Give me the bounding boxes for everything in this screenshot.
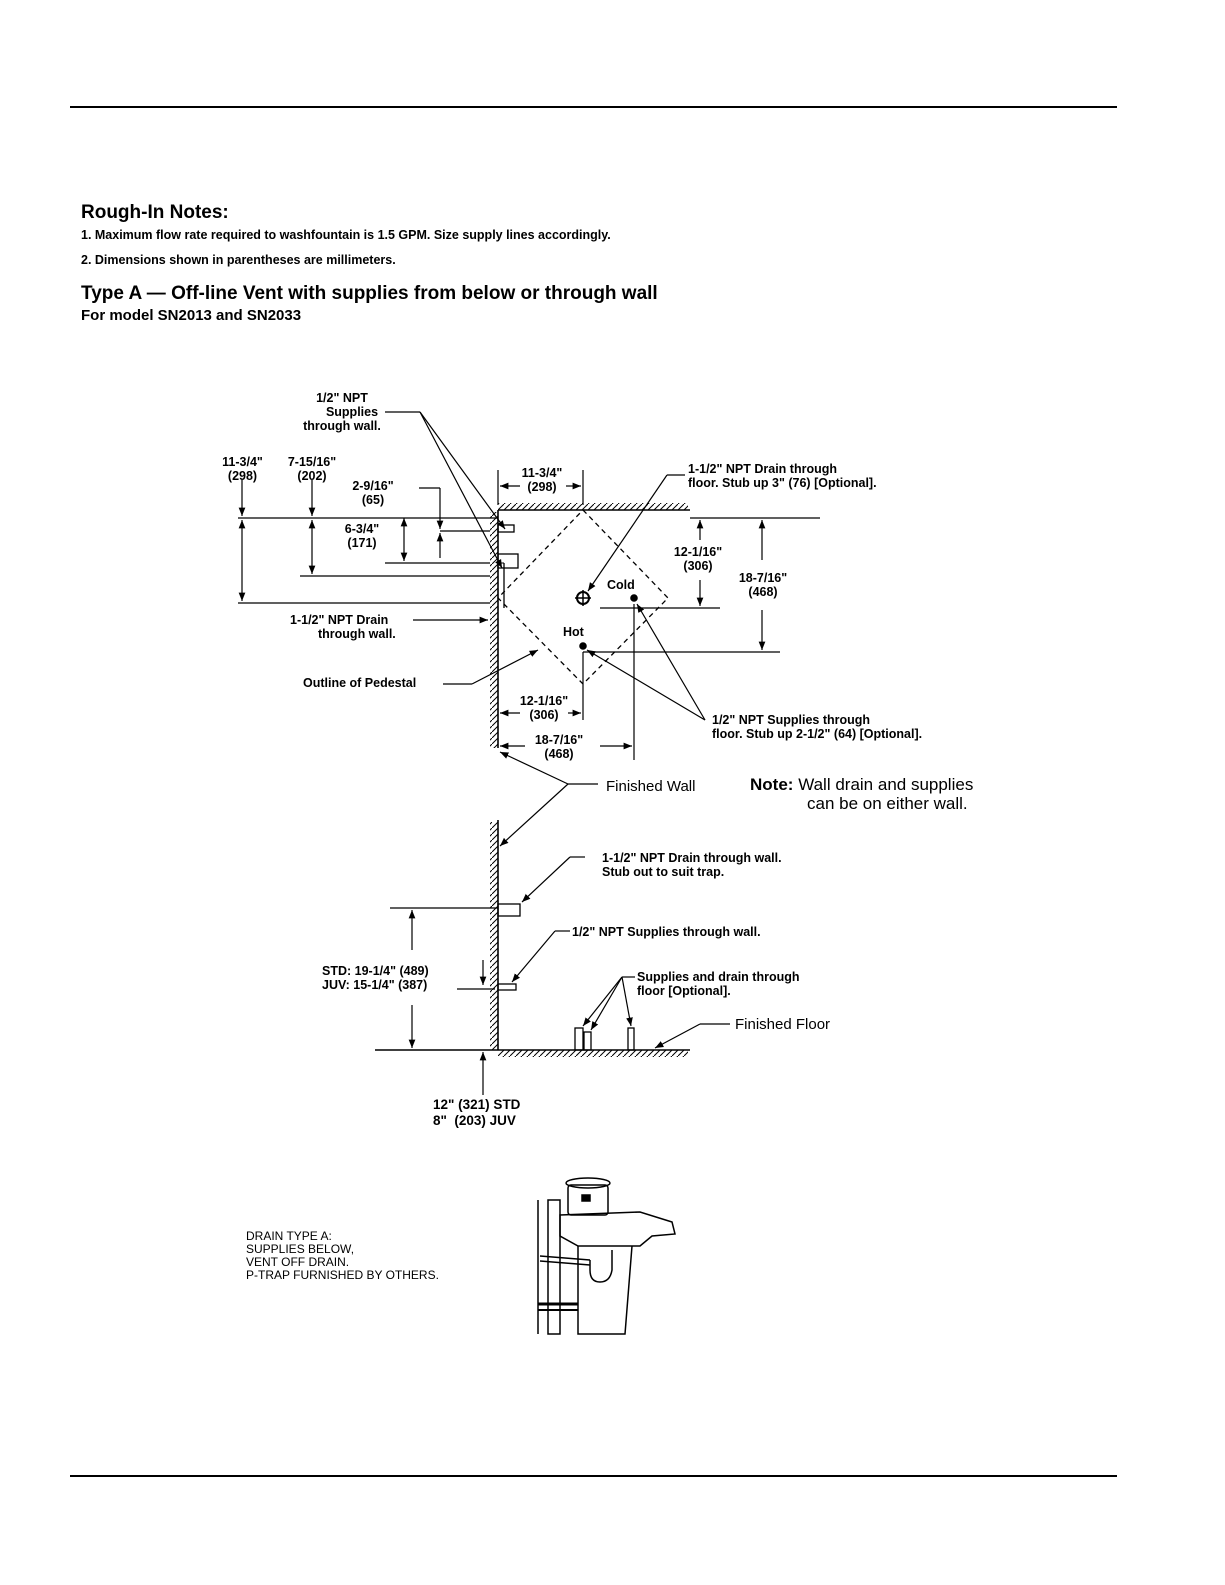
supply-stub-wall: [497, 524, 515, 533]
model-line: For model SN2013 and SN2033: [81, 307, 302, 324]
dim-6-3-4: 6-3/4"(171): [344, 522, 380, 550]
label-supplies-wall: 1/2" NPT Supplies through wall.: [572, 925, 761, 939]
label-finished-wall: Finished Wall: [606, 778, 696, 795]
dim-18-7-16-right: 18-7/16"(468): [738, 571, 788, 599]
note-1: 1. Maximum flow rate required to washfou…: [81, 228, 611, 242]
drain-type-text: DRAIN TYPE A: SUPPLIES BELOW, VENT OFF D…: [246, 1229, 439, 1282]
floor-stub-mid: [583, 1031, 592, 1051]
note-line-2: can be on either wall.: [807, 794, 968, 813]
elev-drain-stub: [497, 903, 521, 917]
label-hot: Hot: [563, 625, 584, 639]
floor-stub-left: [574, 1027, 584, 1051]
note-2: 2. Dimensions shown in parentheses are m…: [81, 253, 396, 267]
dim-11-3-4-top: 11-3/4"(298): [521, 466, 563, 494]
label-finished-floor: Finished Floor: [735, 1016, 831, 1033]
floor-stub-right: [627, 1027, 635, 1051]
dim-12-1-16-right: 12-1/16"(306): [673, 545, 723, 573]
label-cold: Cold: [607, 578, 635, 592]
label-npt-supplies-wall: 1/2" NPT Supplies through wall.: [303, 391, 381, 433]
elev-supply-stub: [497, 983, 517, 991]
bottom-rule: [70, 1475, 1117, 1477]
hot-supply-symbol: [579, 642, 587, 650]
dim-12-1-16-bottom: 12-1/16"(306): [519, 694, 569, 722]
note-label: Note:: [750, 775, 794, 794]
label-drain-wall-trap: 1-1/2" NPT Drain through wall.Stub out t…: [602, 851, 782, 879]
dim-11-3-4-left: 11-3/4"(298): [222, 455, 263, 483]
type-title: Type A — Off-line Vent with supplies fro…: [81, 283, 658, 304]
dim-18-7-16-bottom: 18-7/16"(468): [534, 733, 584, 761]
top-rule: [70, 106, 1117, 108]
dim-7-15-16: 7-15/16"(202): [287, 455, 337, 483]
wall-note: Note: Wall drain and supplies can be on …: [750, 775, 973, 813]
label-std-juv: STD: 19-1/4" (489)JUV: 15-1/4" (387): [322, 964, 429, 992]
rough-in-title: Rough-In Notes:: [81, 202, 229, 223]
dim-2-9-16: 2-9/16"(65): [352, 479, 394, 507]
washfountain-illustration: [537, 1177, 676, 1335]
note-line-1: Wall drain and supplies: [798, 775, 974, 794]
cold-supply-symbol: [630, 594, 638, 602]
label-outline-pedestal: Outline of Pedestal: [303, 676, 417, 690]
